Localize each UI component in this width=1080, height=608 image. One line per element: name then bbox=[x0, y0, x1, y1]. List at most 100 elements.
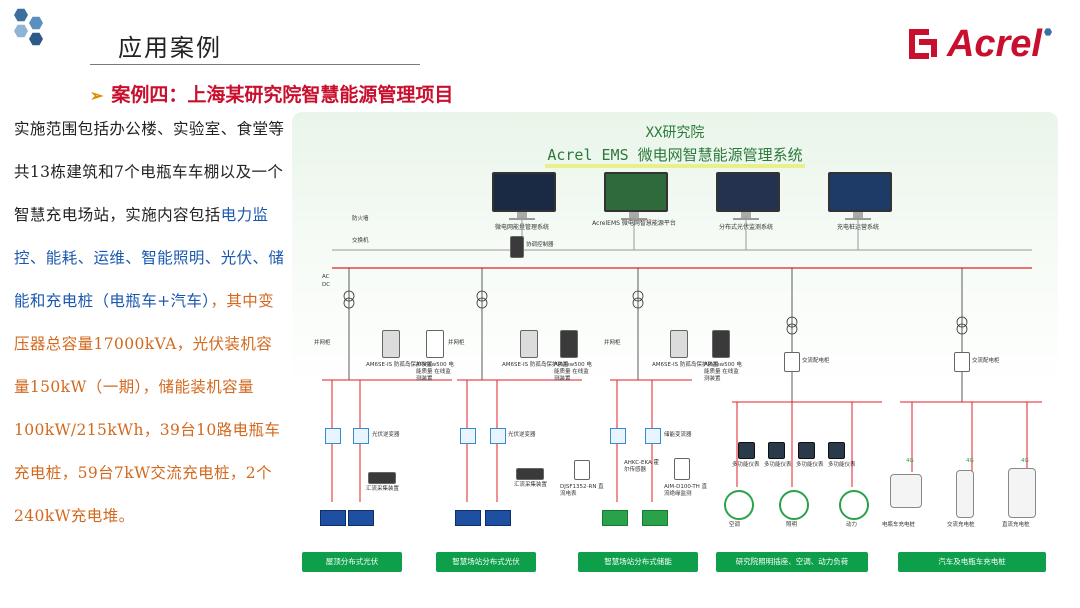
brand-logo: Acrel bbox=[907, 22, 1052, 66]
power-label: 动力 bbox=[846, 522, 858, 528]
ac-meter-label: AHKC-EKA 霍尔传感器 bbox=[624, 460, 660, 473]
title-divider bbox=[90, 64, 420, 65]
grid-node-label: 并网柜 bbox=[604, 340, 621, 346]
ebike-charger-label: 电瓶车充电桩 bbox=[882, 522, 916, 528]
acrel-emblem-icon bbox=[908, 29, 937, 59]
solar-panel-icon bbox=[455, 510, 481, 526]
bms-label: AIM-D100-TH 直流绝缘监测 bbox=[664, 484, 708, 497]
switch-label: 交换机 bbox=[352, 238, 369, 244]
category-loads-button[interactable]: 研究院照明插座、空调、动力负荷 bbox=[716, 552, 868, 572]
relay-device-icon bbox=[520, 330, 538, 358]
multi-meter-label: 多功能仪表 bbox=[828, 462, 856, 468]
diagram-subtitle: Acrel EMS 微电网智慧能源管理系统 bbox=[292, 144, 1058, 168]
desc-capacity-highlight: ，其中变压器总容量17000kVA，光伏装机容量150kW（一期），储能装机容量… bbox=[14, 292, 281, 525]
pq-label: APView500 电能质量 在线监测装置 bbox=[704, 362, 742, 382]
pcs-icon bbox=[645, 428, 661, 444]
multi-meter-label: 多功能仪表 bbox=[732, 462, 760, 468]
wiring-lines bbox=[322, 216, 1042, 502]
case-subtitle: ➢ 案例四：上海某研究院智慧能源管理项目 bbox=[90, 80, 453, 107]
pv-inverter-label: 光伏逆变器 bbox=[508, 432, 536, 438]
multi-meter-label: 多功能仪表 bbox=[796, 462, 824, 468]
bms-icon bbox=[674, 458, 690, 480]
ac-charger-icon bbox=[956, 470, 974, 518]
solar-panel-icon bbox=[348, 510, 374, 526]
multi-meter-icon bbox=[768, 442, 785, 459]
diagram-title: XX研究院 bbox=[645, 125, 705, 141]
dist-cabinet-label: 交流配电柜 bbox=[972, 358, 1000, 364]
category-station-pv-button[interactable]: 智慧场站分布式光伏 bbox=[436, 552, 536, 572]
arrow-icon: ➢ bbox=[90, 86, 104, 105]
inverter-icon bbox=[325, 428, 341, 444]
aircon-label: 空调 bbox=[729, 522, 741, 528]
relay-label: AM6SE-IS 防孤岛保护装置 bbox=[502, 362, 569, 368]
dc-meter-label: DJSF1352-RN 直流电表 bbox=[560, 484, 604, 497]
dist-cabinet-label: 交流配电柜 bbox=[802, 358, 830, 364]
page-title: 应用案例 bbox=[118, 34, 222, 62]
coordinator-label: 协调控制器 bbox=[526, 242, 554, 248]
dc-label: DC bbox=[322, 282, 331, 288]
pq-label: APView500 电能质量 在线监测装置 bbox=[554, 362, 592, 382]
pq-device-icon bbox=[712, 330, 730, 358]
relay-label: AM6SE-IS 防孤岛保护装置 bbox=[366, 362, 433, 368]
hex-decor-icon bbox=[29, 16, 43, 30]
hex-decor-icon bbox=[14, 24, 28, 38]
category-rooftop-pv-button[interactable]: 屋顶分布式光伏 bbox=[302, 552, 402, 572]
monitor-icon bbox=[716, 172, 780, 220]
signal-4g-label: 4G bbox=[966, 458, 974, 464]
relay-label: AM6SE-IS 防孤岛保护装置 bbox=[652, 362, 719, 368]
pq-label: APView500 电能质量 在线监测装置 bbox=[416, 362, 454, 382]
multi-meter-icon bbox=[798, 442, 815, 459]
ebike-charger-icon bbox=[890, 474, 922, 508]
pq-device-icon bbox=[560, 330, 578, 358]
ac-label: AC bbox=[322, 274, 330, 280]
inverter-icon bbox=[353, 428, 369, 444]
multi-meter-icon bbox=[828, 442, 845, 459]
dist-cabinet-icon bbox=[784, 352, 800, 372]
combiner-icon bbox=[516, 468, 544, 480]
monitor-icon bbox=[828, 172, 892, 220]
hex-decor-icon bbox=[1044, 28, 1052, 36]
battery-icon bbox=[642, 510, 668, 526]
combiner-icon bbox=[368, 472, 396, 484]
lighting-label: 照明 bbox=[786, 522, 798, 528]
solar-panel-icon bbox=[320, 510, 346, 526]
inverter-icon bbox=[490, 428, 506, 444]
case-description: 实施范围包括办公楼、实验室、食堂等共13栋建筑和7个电瓶车车棚以及一个智慧充电场… bbox=[14, 108, 286, 538]
signal-4g-label: 4G bbox=[1021, 458, 1029, 464]
dc-meter-icon bbox=[574, 460, 590, 480]
desc-text: 实施范围包括办公楼、实验室、食堂等共13栋建筑和7个电瓶车车棚以及一个智慧充电场… bbox=[14, 120, 285, 224]
diagram-subtitle-text: Acrel EMS 微电网智慧能源管理系统 bbox=[545, 146, 805, 168]
coordinator-icon bbox=[510, 236, 524, 258]
motor-icon bbox=[839, 490, 869, 520]
hex-decor-icon bbox=[14, 8, 28, 22]
grid-node-label: 并网柜 bbox=[314, 340, 331, 346]
system-diagram: XX研究院 Acrel EMS 微电网智慧能源管理系统 微电网能量管理系统 Ac… bbox=[292, 112, 1058, 578]
battery-icon bbox=[602, 510, 628, 526]
dist-cabinet-icon bbox=[954, 352, 970, 372]
multi-meter-icon bbox=[738, 442, 755, 459]
pq-device-icon bbox=[426, 330, 444, 358]
desc-scope-highlight: 电力监控、能耗、运维、智能照明、光伏、储能和充电桩（电瓶车+汽车） bbox=[14, 206, 285, 310]
combiner-label: 汇流采集装置 bbox=[366, 486, 400, 492]
solar-panel-icon bbox=[485, 510, 511, 526]
ac-charger-label: 交流充电桩 bbox=[947, 522, 975, 528]
pcs-label: 储能变流器 bbox=[664, 432, 692, 438]
inverter-icon bbox=[460, 428, 476, 444]
relay-device-icon bbox=[670, 330, 688, 358]
multi-meter-label: 多功能仪表 bbox=[764, 462, 792, 468]
pv-inverter-label: 光伏逆变器 bbox=[372, 432, 400, 438]
hex-decor-icon bbox=[29, 32, 43, 46]
lightbulb-icon bbox=[779, 490, 809, 520]
firewall-label: 防火墙 bbox=[352, 216, 369, 222]
pcs-icon bbox=[610, 428, 626, 444]
dc-charger-icon bbox=[1008, 468, 1036, 518]
category-chargers-button[interactable]: 汽车及电瓶车充电桩 bbox=[898, 552, 1046, 572]
relay-device-icon bbox=[382, 330, 400, 358]
category-station-storage-button[interactable]: 智慧场站分布式储能 bbox=[578, 552, 698, 572]
signal-4g-label: 4G bbox=[906, 458, 914, 464]
combiner-label: 汇流采集装置 bbox=[514, 482, 548, 488]
dc-charger-label: 直流充电桩 bbox=[1002, 522, 1030, 528]
aircon-icon bbox=[724, 490, 754, 520]
logo-text: Acrel bbox=[946, 22, 1042, 65]
case-subtitle-text: 案例四：上海某研究院智慧能源管理项目 bbox=[111, 84, 454, 106]
